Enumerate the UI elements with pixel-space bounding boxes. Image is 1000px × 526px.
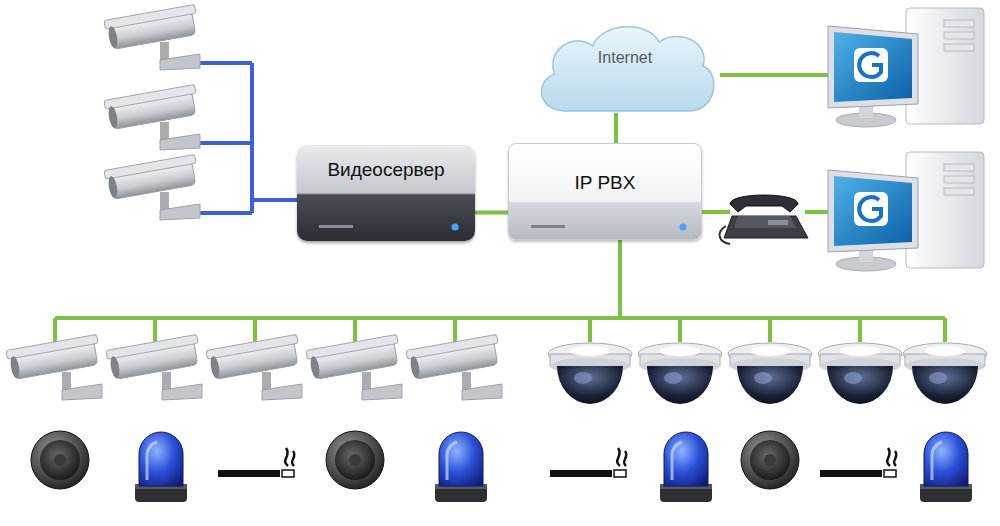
beacon-icon [135,432,187,502]
dome-camera [728,343,812,404]
network-link [614,113,618,143]
node-label: Internet [598,49,652,67]
network-wire [618,240,622,318]
bullet-camera [104,154,200,220]
status-led [680,224,687,231]
speaker-icon [31,431,89,489]
ip-pbx-box: IP PBX [508,143,702,240]
bullet-camera [104,4,200,70]
dome-camera [818,343,902,404]
speaker-icon [741,431,799,489]
network-wire [720,73,830,77]
dome-camera [638,343,722,404]
blue-wires [200,63,300,213]
cloud-outline [541,27,713,111]
bullet-camera [306,334,402,400]
bullet-camera [406,334,502,400]
green-wires [55,75,945,345]
network-drop [590,318,945,342]
beacon-icon [435,432,487,502]
bullet-camera [6,334,102,400]
status-led [452,224,459,231]
dome-camera [548,343,632,404]
smoke-detector-icon [820,448,896,477]
vent-slot [531,225,565,228]
network-link [475,211,508,215]
phone-icon [720,195,808,244]
node-label: Видеосервер [327,159,444,181]
video-wire [200,63,300,213]
bullet-camera [104,84,200,150]
vent-slot [319,225,353,228]
bullet-camera [206,334,302,400]
bullet-camera [106,334,202,400]
video-server-box: Видеосервер [297,145,475,241]
smoke-detector-icon [550,448,626,477]
dome-camera [903,343,987,404]
network-wire [701,210,830,214]
computer-icon [828,152,984,271]
node-label: IP PBX [575,172,636,194]
smoke-detector-icon [218,448,294,477]
beacon-icon [920,432,972,502]
beacon-icon [660,432,712,502]
internet-cloud: Internet [530,18,720,113]
speaker-icon [326,431,384,489]
network-bus [55,316,945,320]
computer-icon [828,8,984,127]
